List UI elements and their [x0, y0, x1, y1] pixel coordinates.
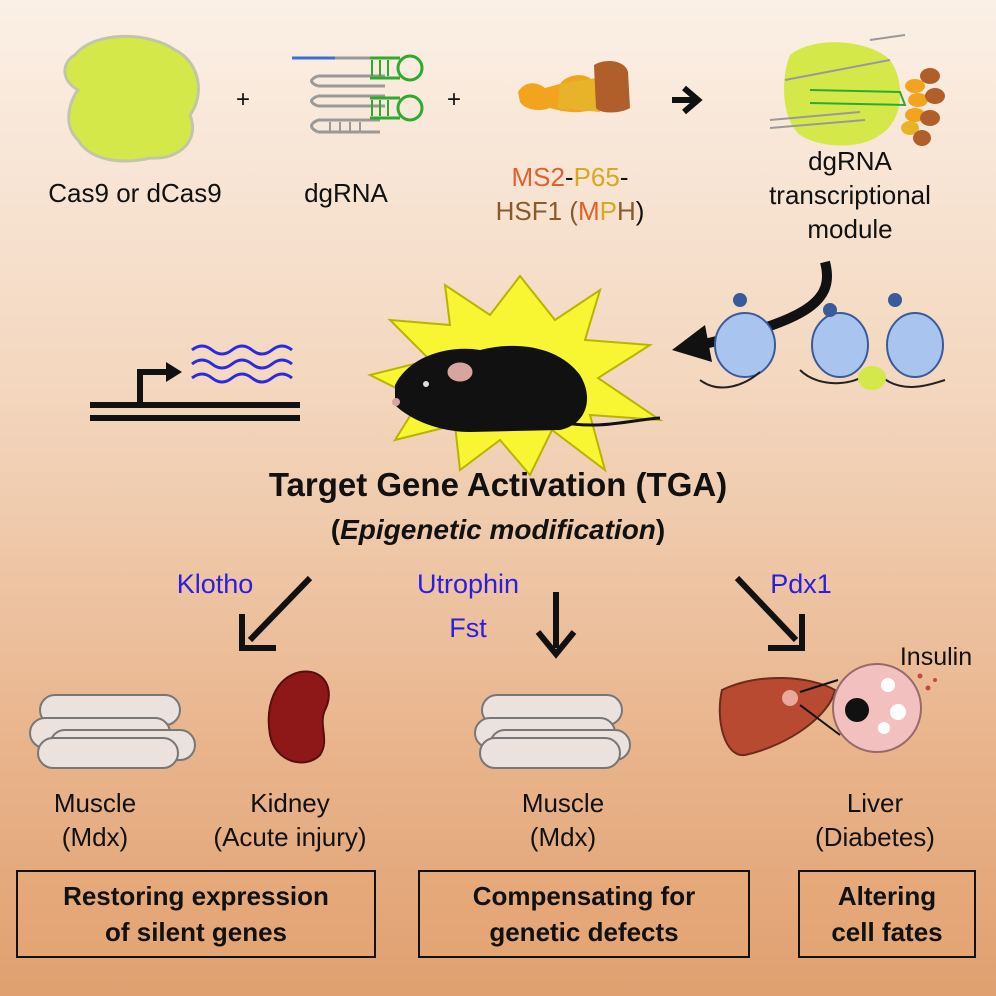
plus-sign-2: +	[447, 86, 462, 113]
gene-pdx1: Pdx1	[770, 569, 832, 599]
p65-label: P65	[573, 162, 620, 192]
muscle2-name: Muscle	[521, 788, 605, 818]
cas9-label: Cas9 or dCas9	[48, 178, 222, 208]
liver-icon	[718, 676, 837, 757]
outcome-3-line1: Altering	[837, 881, 937, 911]
gene-fst: Fst	[449, 613, 487, 643]
mph-p: P	[599, 196, 617, 226]
outcome-box-1: Restoring expression of silent genes	[16, 870, 376, 958]
kidney-model: (Acute injury)	[213, 822, 367, 852]
dgrna-icon	[292, 54, 424, 134]
liver-model: (Diabetes)	[815, 822, 935, 852]
liver-name: Liver	[846, 788, 904, 818]
gene-klotho: Klotho	[176, 569, 254, 599]
outcome-2-line1: Compensating for	[472, 881, 696, 911]
mph-dash-2: -	[619, 162, 629, 192]
module-label-2: transcriptional	[769, 180, 931, 210]
cas9-protein-icon	[63, 34, 200, 163]
mouse-icon	[392, 345, 661, 432]
subtitle-italic: Epigenetic modification	[340, 514, 656, 545]
mph-label-line2: HSF1 (MPH)	[480, 194, 660, 228]
arrow-klotho-icon	[247, 575, 313, 643]
kidney-name: Kidney	[250, 788, 330, 818]
outcome-1-line2: of silent genes	[104, 917, 288, 947]
outcome-box-3: Altering cell fates	[798, 870, 976, 958]
outcome-2-line2: genetic defects	[489, 917, 679, 947]
gene-utrophin: Utrophin	[416, 569, 520, 599]
transcriptional-module-icon	[769, 34, 945, 146]
outcome-1-line1: Restoring expression	[63, 881, 329, 911]
kidney-icon	[267, 670, 330, 764]
mph-m: M	[577, 196, 600, 226]
transcription-icon	[90, 344, 300, 421]
muscle-fiber-icon	[29, 694, 196, 769]
mph-dash-1: -	[564, 162, 574, 192]
hsf1-label: HSF1 (	[495, 196, 578, 226]
dgrna-label: dgRNA	[304, 178, 388, 208]
mph-h: H	[616, 196, 636, 226]
arrow-pdx1-icon	[734, 575, 799, 643]
mph-label-line1: MS2-P65-	[480, 160, 660, 194]
subtitle: (Epigenetic modification)	[0, 514, 996, 546]
muscle1-name: Muscle	[53, 788, 137, 818]
module-label-3: module	[807, 214, 893, 244]
plus-sign-1: +	[236, 86, 251, 113]
muscle1-model: (Mdx)	[61, 822, 129, 852]
main-title: Target Gene Activation (TGA)	[268, 466, 728, 503]
ms2-label: MS2	[511, 162, 565, 192]
beta-cell-icon	[832, 663, 937, 753]
mph-protein-icon	[518, 60, 630, 113]
module-label-1: dgRNA	[808, 146, 892, 176]
muscle-fiber-icon-2	[474, 694, 631, 769]
muscle2-model: (Mdx)	[529, 822, 597, 852]
subtitle-close: )	[655, 514, 666, 545]
nucleosome-icon	[699, 293, 946, 390]
outcome-3-line2: cell fates	[831, 917, 943, 947]
outcome-box-2: Compensating for genetic defects	[418, 870, 750, 958]
mph-close: )	[635, 196, 645, 226]
insulin-label: Insulin	[899, 643, 973, 671]
subtitle-open: (	[330, 514, 341, 545]
